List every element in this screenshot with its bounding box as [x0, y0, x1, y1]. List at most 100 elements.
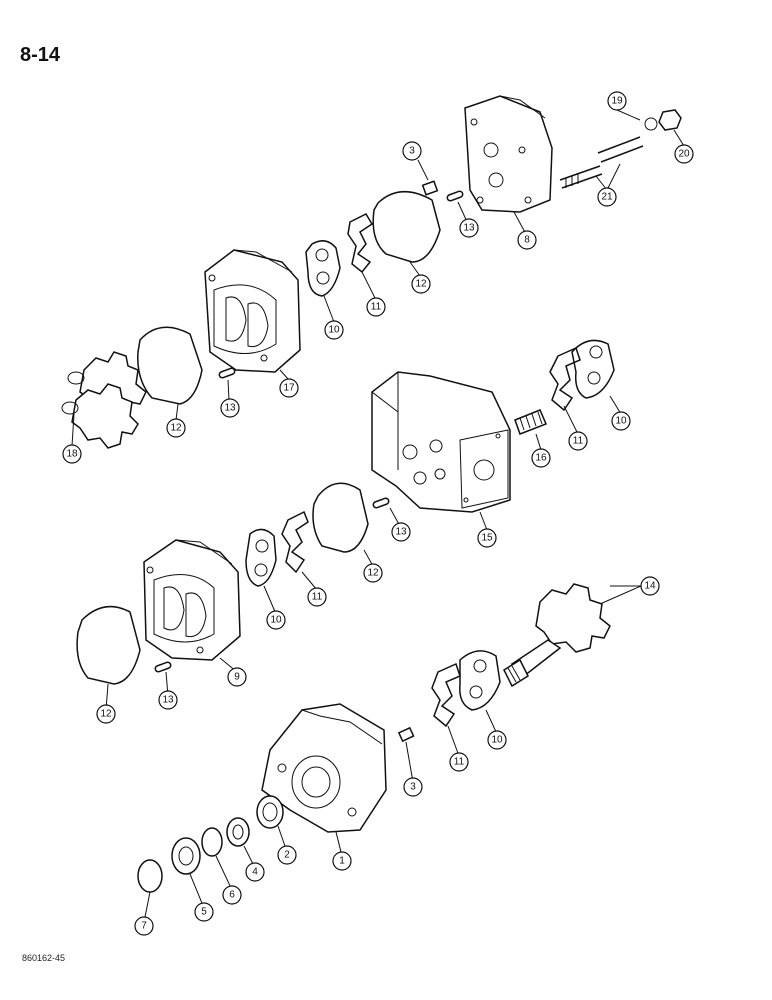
callout-9: 9 — [227, 667, 247, 687]
callout-12-left-upper: 12 — [166, 418, 186, 438]
callout-13-left-upper: 13 — [220, 398, 240, 418]
svg-text:15: 15 — [481, 533, 493, 544]
svg-text:12: 12 — [415, 279, 427, 290]
svg-text:11: 11 — [573, 436, 584, 447]
callout-7: 7 — [134, 916, 154, 936]
svg-text:10: 10 — [270, 615, 282, 626]
callout-5: 5 — [194, 902, 214, 922]
callout-10-top: 10 — [324, 320, 344, 340]
page-number: 8-14 — [20, 44, 61, 66]
callout-13-lower: 13 — [158, 690, 178, 710]
part-1-front-housing — [261, 703, 387, 833]
svg-text:3: 3 — [409, 146, 415, 157]
svg-text:4: 4 — [252, 867, 258, 878]
part-10-plate-upper — [305, 240, 341, 297]
callout-6: 6 — [222, 885, 242, 905]
svg-text:21: 21 — [601, 192, 613, 203]
callout-12-mid: 12 — [363, 563, 383, 583]
svg-text:11: 11 — [454, 757, 465, 768]
svg-text:20: 20 — [678, 149, 690, 160]
svg-text:19: 19 — [611, 96, 623, 107]
callout-19: 19 — [607, 91, 627, 111]
part-19-washer — [644, 117, 658, 131]
svg-text:10: 10 — [615, 416, 627, 427]
callout-12-top: 12 — [411, 274, 431, 294]
svg-text:5: 5 — [201, 907, 207, 918]
part-9-gear-housing — [143, 539, 241, 661]
part-8-rear-cover — [464, 95, 553, 213]
svg-text:12: 12 — [367, 568, 379, 579]
callout-3-lower: 3 — [403, 777, 423, 797]
callout-16: 17 — [279, 378, 299, 398]
callout-1: 1 — [332, 851, 352, 871]
part-7-retaining-ring — [137, 859, 163, 893]
svg-text:10: 10 — [491, 735, 503, 746]
svg-text:13: 13 — [395, 527, 407, 538]
part-13-pin-left-upper — [218, 367, 236, 379]
part-15-center-housing — [371, 371, 511, 513]
svg-text:8: 8 — [524, 235, 530, 246]
svg-text:11: 11 — [312, 592, 323, 603]
part-3-plug-upper — [421, 180, 439, 196]
svg-text:6: 6 — [229, 890, 235, 901]
part-11-backup-upper — [347, 213, 374, 274]
callout-17: 16 — [531, 448, 551, 468]
callout-3-top: 3 — [402, 141, 422, 161]
callout-21: 21 — [597, 187, 617, 207]
part-14-drive-gear — [503, 583, 611, 688]
callout-11-lower: 11 — [449, 752, 469, 772]
callout-10-lower: 10 — [487, 730, 507, 750]
part-12-seal-left-upper — [137, 326, 203, 405]
part-21-studs — [559, 136, 644, 189]
part-12-seal-lower — [76, 605, 141, 685]
svg-text:9: 9 — [234, 672, 240, 683]
callout-13-top: 13 — [459, 218, 479, 238]
part-13-pin-lower — [154, 661, 172, 673]
part-10-plate-right — [571, 339, 615, 399]
part-3-plug-lower — [397, 726, 415, 743]
part-20-nut — [658, 109, 682, 131]
callout-20: 20 — [674, 144, 694, 164]
callout-13-mid: 13 — [391, 522, 411, 542]
part-13-pin-upper — [446, 190, 464, 202]
svg-text:13: 13 — [162, 695, 174, 706]
svg-text:16: 16 — [535, 453, 547, 464]
callout-11-top: 11 — [366, 297, 386, 317]
svg-text:1: 1 — [339, 856, 345, 867]
part-11-backup-lower — [431, 662, 461, 728]
callout-18: 18 — [62, 444, 82, 464]
callout-10-mid: 10 — [266, 610, 286, 630]
part-2-seal — [256, 795, 284, 829]
callout-4: 4 — [245, 862, 265, 882]
part-12-seal-mid — [312, 482, 369, 553]
callout-12-lower: 12 — [96, 704, 116, 724]
svg-text:7: 7 — [141, 921, 147, 932]
callout-11-mid: 11 — [307, 587, 327, 607]
callout-8: 8 — [517, 230, 537, 250]
part-18-gears — [61, 351, 147, 449]
svg-text:3: 3 — [410, 782, 416, 793]
part-5-seal-carrier — [171, 837, 201, 875]
part-10-plate-lower — [459, 650, 501, 711]
figure-code: 860162-45 — [22, 953, 66, 963]
svg-text:13: 13 — [463, 223, 475, 234]
callout-10-right: 10 — [611, 411, 631, 431]
svg-text:2: 2 — [284, 850, 290, 861]
callout-2: 2 — [277, 845, 297, 865]
callout-14: 14 — [640, 576, 660, 596]
part-11-backup-mid — [281, 510, 309, 574]
svg-text:10: 10 — [328, 325, 340, 336]
part-16-gear-housing — [204, 249, 301, 373]
svg-text:14: 14 — [644, 581, 656, 592]
svg-text:11: 11 — [371, 302, 382, 313]
part-10-plate-mid — [245, 528, 277, 587]
callout-15: 15 — [477, 528, 497, 548]
part-17-coupling — [514, 409, 547, 435]
svg-text:12: 12 — [100, 709, 112, 720]
svg-text:12: 12 — [170, 423, 182, 434]
part-4-bearing — [226, 817, 250, 847]
callout-11-right: 11 — [568, 431, 588, 451]
svg-text:18: 18 — [66, 449, 78, 460]
part-12-seal-upper — [372, 191, 441, 263]
